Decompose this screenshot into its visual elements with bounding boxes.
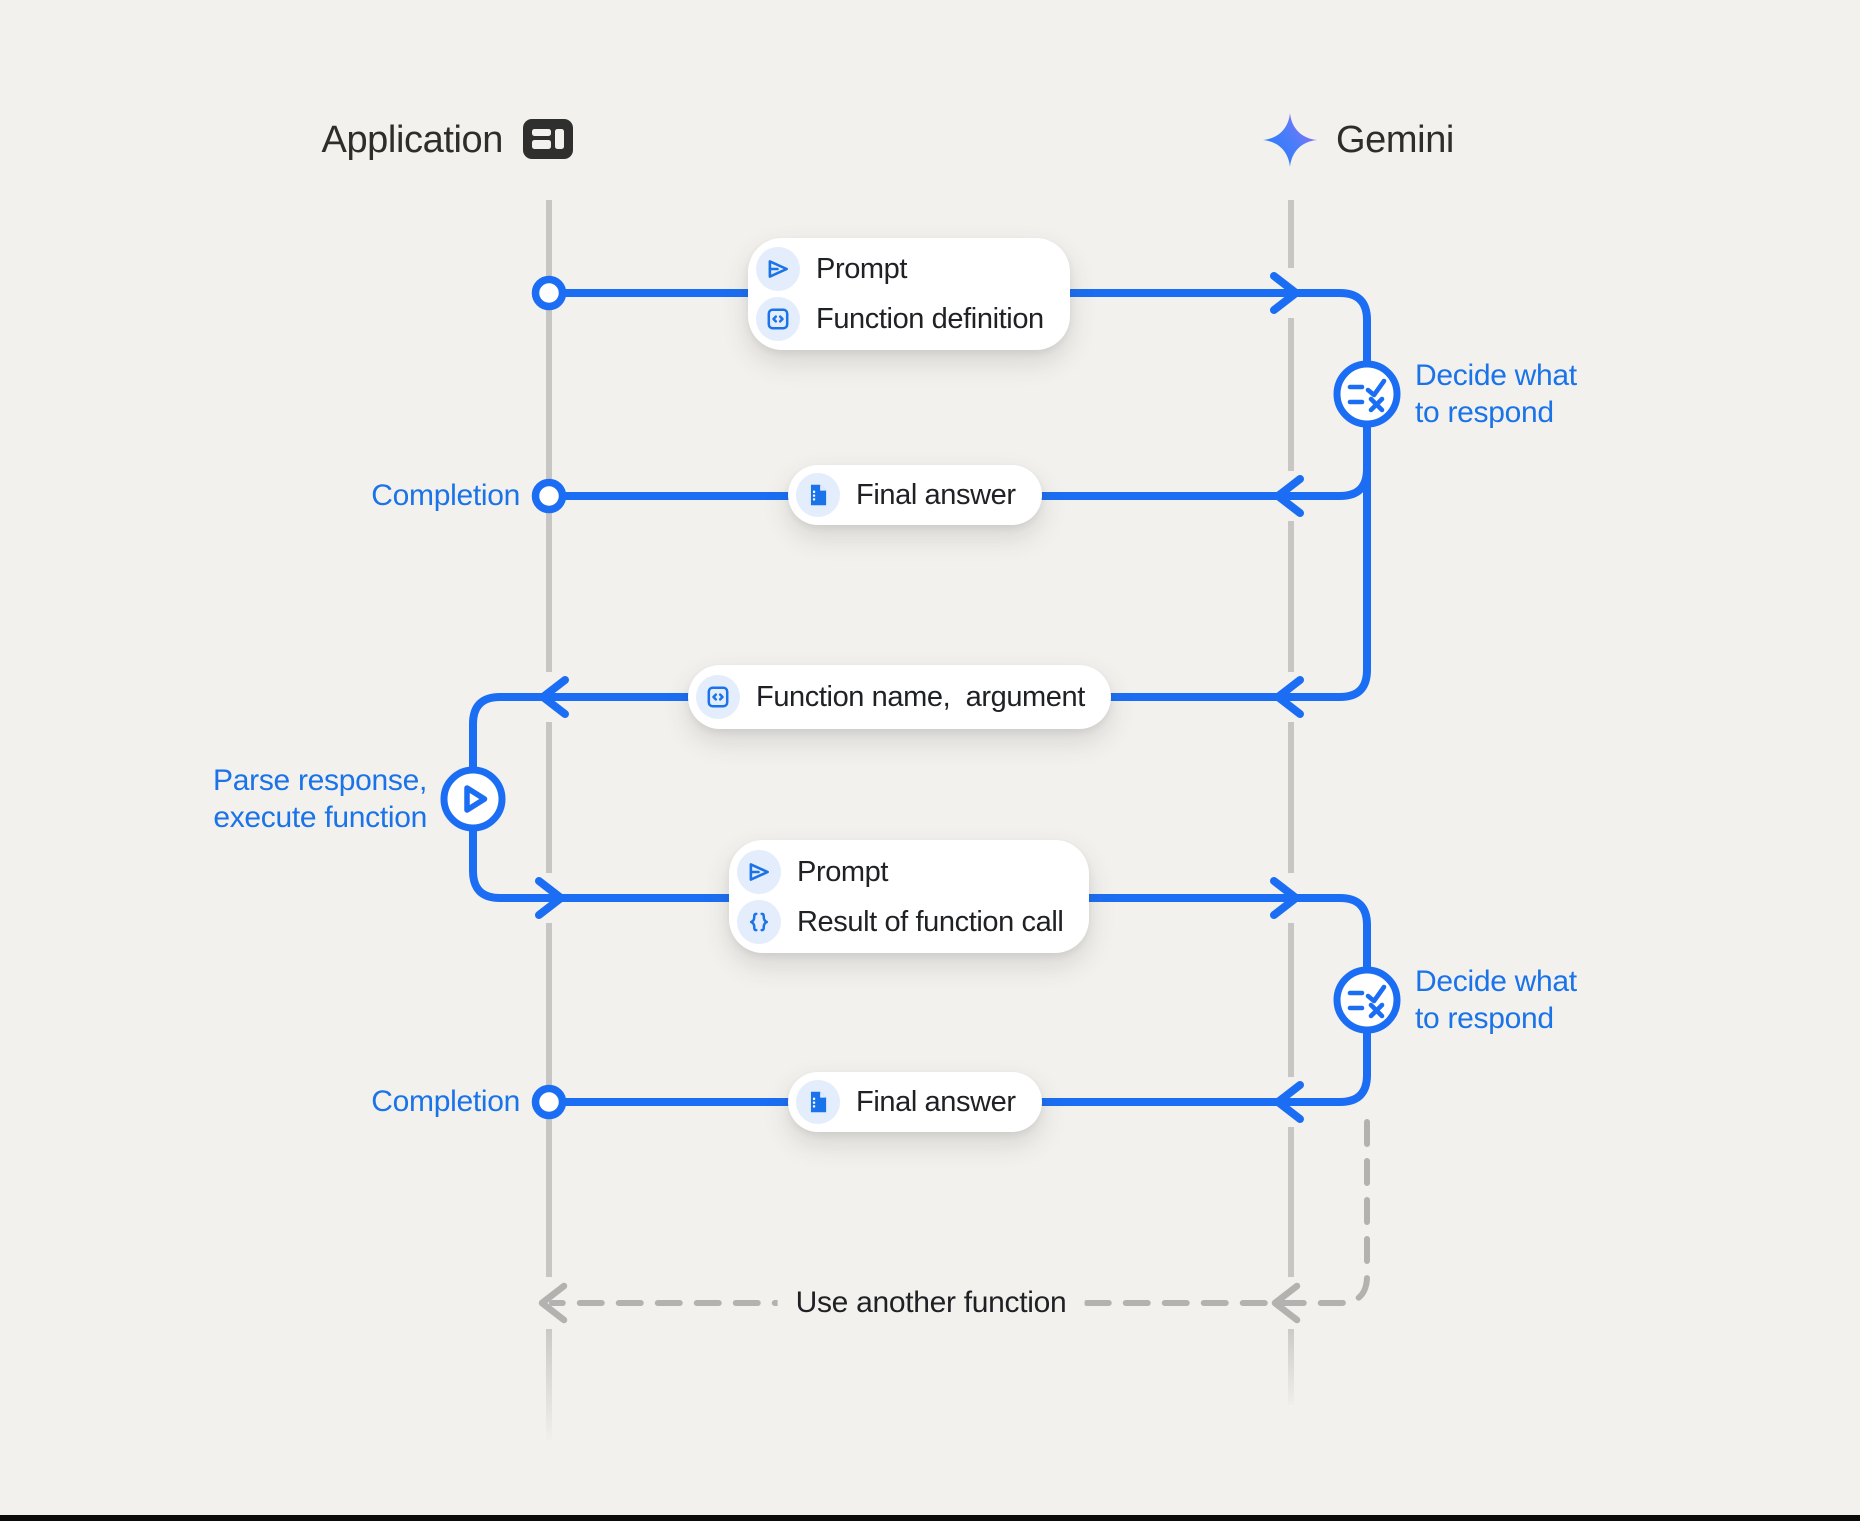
decide-node-2 <box>1333 966 1401 1034</box>
footer-bar <box>0 1515 1860 1521</box>
message-line: Function name, argument <box>696 675 1085 719</box>
braces-icon <box>737 899 781 944</box>
dashed-arrow-left-gemini <box>1271 1282 1301 1324</box>
message-line: Prompt <box>737 849 1063 894</box>
message-final-answer-2: Final answer <box>788 1072 1042 1132</box>
document-icon <box>796 473 840 517</box>
flow-paths <box>469 272 1371 1123</box>
message-line: Function definition <box>756 297 1044 341</box>
parse-response-line2: execute function <box>213 801 427 834</box>
dashed-arrow-left-application <box>538 1282 568 1324</box>
play-execute-icon <box>464 785 488 813</box>
message-label: Function name, argument <box>756 681 1085 713</box>
decide-label-2: Decide what to respond <box>1415 963 1577 1037</box>
message-line: Final answer <box>796 1080 1016 1124</box>
start-circle-completion-1 <box>531 478 567 514</box>
decide-line2: to respond <box>1415 396 1554 429</box>
start-circle-completion-2 <box>531 1084 567 1120</box>
message-function-name-argument: Function name, argument <box>688 665 1111 729</box>
message-label: Prompt <box>816 253 908 285</box>
code-box-icon <box>756 297 800 341</box>
gemini-sparkle-icon <box>1263 113 1317 167</box>
arrow-right-row4-application <box>535 877 565 919</box>
execute-node <box>440 766 506 832</box>
decide-line1: Decide what <box>1415 965 1577 998</box>
arrow-left-row2 <box>1274 475 1304 517</box>
loop-dashed-path <box>538 1119 1370 1324</box>
arrow-left-row3-application <box>539 676 569 718</box>
message-label: Prompt <box>797 855 889 888</box>
completion-label-1: Completion <box>371 479 520 512</box>
send-icon <box>737 849 781 894</box>
message-prompt-function-result: Prompt Result of function call <box>729 840 1090 953</box>
arrow-left-row5 <box>1274 1081 1304 1123</box>
code-box-icon <box>696 675 740 719</box>
decide-node-1 <box>1333 360 1401 428</box>
message-prompt-function-definition: Prompt Function definition <box>748 238 1070 350</box>
checklist-decision-icon <box>1347 378 1387 413</box>
message-label: Result of function call <box>797 905 1064 938</box>
flow-prompt-and-function-call <box>469 289 1371 773</box>
message-label: Final answer <box>856 1086 1016 1118</box>
use-another-function-label: Use another function <box>777 1284 1085 1322</box>
message-line: Prompt <box>756 247 1044 291</box>
checklist-decision-icon <box>1347 984 1387 1019</box>
message-final-answer-1: Final answer <box>788 465 1042 525</box>
start-circles <box>531 275 567 1120</box>
arrow-right-row1 <box>1270 272 1300 314</box>
parse-response-line1: Parse response, <box>213 764 427 797</box>
decide-line2: to respond <box>1415 1002 1554 1035</box>
message-line: Final answer <box>796 473 1016 517</box>
start-circle-row1 <box>531 275 567 311</box>
message-line: Result of function call <box>737 899 1064 944</box>
message-label: Final answer <box>856 479 1016 511</box>
decide-label-1: Decide what to respond <box>1415 357 1577 431</box>
arrow-right-row4-gemini <box>1270 877 1300 919</box>
app-window-icon <box>523 119 573 159</box>
document-icon <box>796 1080 840 1124</box>
flow-final-answer-1 <box>559 465 1371 500</box>
message-label: Function definition <box>816 303 1044 335</box>
actor-label-gemini: Gemini <box>1336 119 1454 161</box>
completion-label-2: Completion <box>371 1085 520 1118</box>
flow-result-and-final-answer-2 <box>469 825 1371 1106</box>
arrow-left-row3-gemini <box>1274 676 1304 718</box>
decide-line1: Decide what <box>1415 359 1577 392</box>
actor-label-application: Application <box>321 119 504 161</box>
parse-response-label: Parse response, execute function <box>213 762 427 836</box>
send-icon <box>756 247 800 291</box>
